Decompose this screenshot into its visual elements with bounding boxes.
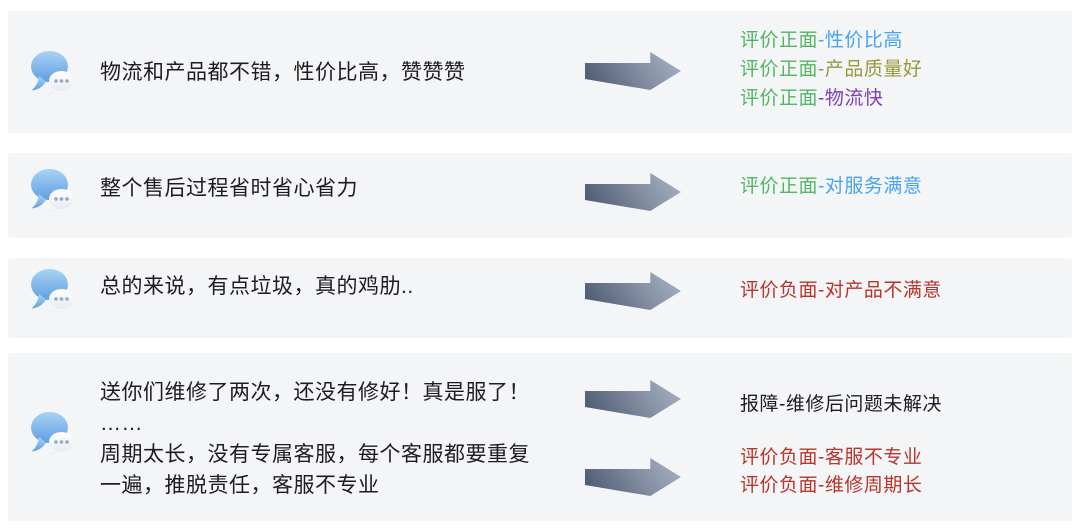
review-message-line: 周期太长，没有专属客服，每个客服都要重复 (100, 443, 530, 466)
label-category: 评价负面 (740, 475, 819, 496)
label-category: 评价负面 (740, 447, 819, 468)
label-category: 评价负面 (740, 280, 819, 301)
label-category: 报障 (740, 394, 780, 415)
classification-label: 评价负面-客服不专业 (740, 444, 922, 472)
chat-bubble-icon (30, 268, 76, 312)
label-tag: -维修周期长 (818, 475, 923, 496)
chat-bubble-icon (30, 168, 76, 212)
chat-bubble-icon (30, 411, 76, 455)
label-tag: -产品质量好 (818, 59, 923, 80)
classification-labels: 报障-维修后问题未解决 (740, 393, 942, 417)
label-tag: -物流快 (818, 88, 884, 109)
classification-labels: 评价负面-客服不专业 评价负面-维修周期长 (740, 444, 922, 500)
review-message-line: …… (100, 412, 143, 435)
classification-label: 评价正面-产品质量好 (740, 55, 922, 84)
label-tag: -性价比高 (818, 30, 903, 51)
label-tag: -维修后问题未解决 (779, 394, 942, 415)
classification-label: 评价正面-对服务满意 (740, 175, 922, 199)
review-message: 物流和产品都不错，性价比高，赞赞赞 (100, 61, 466, 84)
classification-labels: 评价负面-对产品不满意 (740, 279, 942, 303)
review-row-3: 总的来说，有点垃圾，真的鸡肋.. 评价负面-对产品不满意 (8, 258, 1072, 338)
label-category: 评价正面 (740, 176, 819, 197)
label-tag: -对服务满意 (818, 176, 923, 197)
review-row-1: 物流和产品都不错，性价比高，赞赞赞 评价正面-性价比高 评价正面-产品质量好 评… (8, 11, 1072, 133)
review-message-line: 一遍，推脱责任，客服不专业 (100, 474, 380, 497)
label-tag: -客服不专业 (818, 447, 923, 468)
label-category: 评价正面 (740, 30, 819, 51)
review-message-line: 送你们维修了两次，还没有修好！真是服了！ (100, 381, 530, 404)
classification-label: 评价负面-对产品不满意 (740, 279, 942, 303)
classification-label: 报障-维修后问题未解决 (740, 393, 942, 417)
classification-label: 评价负面-维修周期长 (740, 472, 922, 500)
label-tag: -对产品不满意 (818, 280, 942, 301)
label-category: 评价正面 (740, 88, 819, 109)
review-message: 总的来说，有点垃圾，真的鸡肋.. (100, 275, 414, 298)
review-row-2: 整个售后过程省时省心省力 评价正面-对服务满意 (8, 153, 1072, 238)
review-message: 整个售后过程省时省心省力 (100, 177, 358, 200)
right-arrow-icon (585, 380, 681, 418)
classification-label: 评价正面-性价比高 (740, 26, 922, 55)
review-message-multiline: 送你们维修了两次，还没有修好！真是服了！ …… 周期太长，没有专属客服，每个客服… (100, 377, 530, 501)
right-arrow-icon (585, 272, 681, 310)
right-arrow-icon (585, 52, 681, 90)
chat-bubble-icon (30, 50, 76, 94)
review-row-4: 送你们维修了两次，还没有修好！真是服了！ …… 周期太长，没有专属客服，每个客服… (8, 353, 1072, 521)
classification-labels: 评价正面-对服务满意 (740, 175, 922, 199)
classification-labels: 评价正面-性价比高 评价正面-产品质量好 评价正面-物流快 (740, 26, 922, 113)
label-category: 评价正面 (740, 59, 819, 80)
right-arrow-icon (585, 173, 681, 211)
right-arrow-icon (585, 458, 681, 496)
classification-label: 评价正面-物流快 (740, 84, 922, 113)
